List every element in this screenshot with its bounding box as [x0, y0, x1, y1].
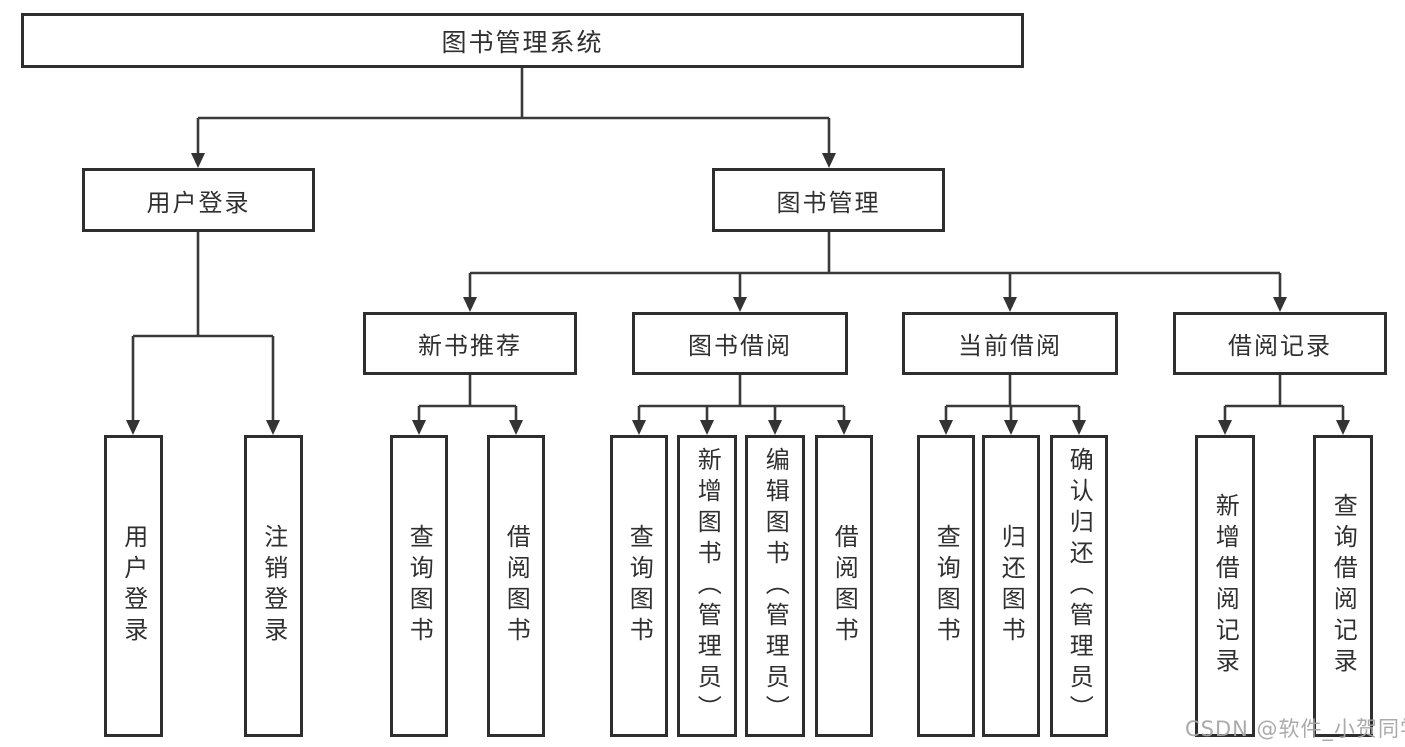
node-book-management-label: 图书管理: [776, 188, 881, 217]
leaf-borrowing-add-books-admin-label: 新增图书（管理员）: [693, 446, 722, 726]
node-new-book-recommendation-label: 新书推荐: [418, 332, 522, 360]
arrowhead-icon: [1273, 297, 1287, 312]
node-borrowing-records: 借阅记录: [1173, 312, 1387, 375]
leaf-current-query-books: 查询图书: [917, 435, 975, 737]
connector-user-login-to-leaves: [131, 232, 275, 422]
leaf-records-query-record-label: 查询借阅记录: [1329, 493, 1358, 679]
connector-book-borrowing-to-leaves: [637, 375, 846, 422]
node-current-borrowing-label: 当前借阅: [958, 332, 1062, 360]
leaf-newbook-query-books-label: 查询图书: [405, 524, 434, 648]
leaf-logout: 注销登录: [244, 435, 303, 737]
arrowhead-icon: [509, 420, 523, 435]
node-book-borrowing: 图书借阅: [632, 312, 848, 375]
leaf-current-return-books-label: 归还图书: [997, 524, 1026, 648]
arrowhead-icon: [1003, 297, 1017, 312]
arrowhead-icon: [632, 420, 646, 435]
arrowhead-icon: [463, 297, 477, 312]
arrowhead-icon: [700, 420, 714, 435]
leaf-user-login: 用户登录: [104, 435, 163, 737]
leaf-user-login-label: 用户登录: [119, 524, 148, 648]
node-user-login-label: 用户登录: [146, 188, 251, 217]
leaf-borrowing-borrow-books-label: 借阅图书: [830, 524, 859, 648]
leaf-borrowing-borrow-books: 借阅图书: [815, 435, 873, 737]
arrowhead-icon: [266, 420, 280, 435]
arrowhead-icon: [126, 420, 140, 435]
leaf-logout-label: 注销登录: [259, 524, 288, 648]
connector-new-book-to-leaves: [417, 375, 518, 422]
connector-borrowing-records-to-leaves: [1223, 375, 1345, 422]
watermark: CSDN @软件_小贺同学: [1185, 717, 1405, 741]
leaf-records-add-record: 新增借阅记录: [1195, 435, 1255, 737]
leaf-borrowing-add-books-admin: 新增图书（管理员）: [677, 435, 737, 737]
arrowhead-icon: [1072, 420, 1086, 435]
leaf-records-add-record-label: 新增借阅记录: [1211, 493, 1240, 679]
arrowhead-icon: [837, 420, 851, 435]
arrowhead-icon: [412, 420, 426, 435]
arrowhead-icon: [822, 153, 836, 168]
connector-root-to-level2: [196, 68, 831, 155]
arrowhead-icons: [126, 153, 1350, 435]
node-new-book-recommendation: 新书推荐: [363, 312, 577, 375]
connector-current-borrowing-to-leaves: [944, 375, 1081, 422]
leaf-borrowing-query-books: 查询图书: [610, 435, 668, 737]
connector-book-management-to-level3: [468, 232, 1282, 299]
leaf-newbook-borrow-books-label: 借阅图书: [502, 524, 531, 648]
leaf-current-confirm-return-admin-label: 确认归还（管理员）: [1065, 446, 1094, 726]
node-book-management: 图书管理: [712, 168, 945, 232]
node-current-borrowing: 当前借阅: [902, 312, 1118, 375]
arrowhead-icon: [939, 420, 953, 435]
leaf-records-query-record: 查询借阅记录: [1313, 435, 1373, 737]
leaf-newbook-query-books: 查询图书: [390, 435, 448, 737]
node-root-label: 图书管理系统: [441, 27, 604, 57]
leaf-current-return-books: 归还图书: [982, 435, 1040, 737]
arrowhead-icon: [191, 153, 205, 168]
arrowhead-icon: [1218, 420, 1232, 435]
leaf-borrowing-edit-books-admin: 编辑图书（管理员）: [745, 435, 805, 737]
leaf-borrowing-query-books-label: 查询图书: [625, 524, 654, 648]
leaf-current-query-books-label: 查询图书: [932, 524, 961, 648]
node-root: 图书管理系统: [21, 13, 1024, 68]
leaf-borrowing-edit-books-admin-label: 编辑图书（管理员）: [761, 446, 790, 726]
node-user-login: 用户登录: [82, 168, 315, 232]
node-borrowing-records-label: 借阅记录: [1228, 332, 1332, 360]
arrowhead-icon: [1004, 420, 1018, 435]
arrowhead-icon: [1336, 420, 1350, 435]
node-book-borrowing-label: 图书借阅: [688, 332, 792, 360]
arrowhead-icon: [768, 420, 782, 435]
leaf-newbook-borrow-books: 借阅图书: [487, 435, 545, 737]
arrowhead-icon: [733, 297, 747, 312]
leaf-current-confirm-return-admin: 确认归还（管理员）: [1050, 435, 1108, 737]
